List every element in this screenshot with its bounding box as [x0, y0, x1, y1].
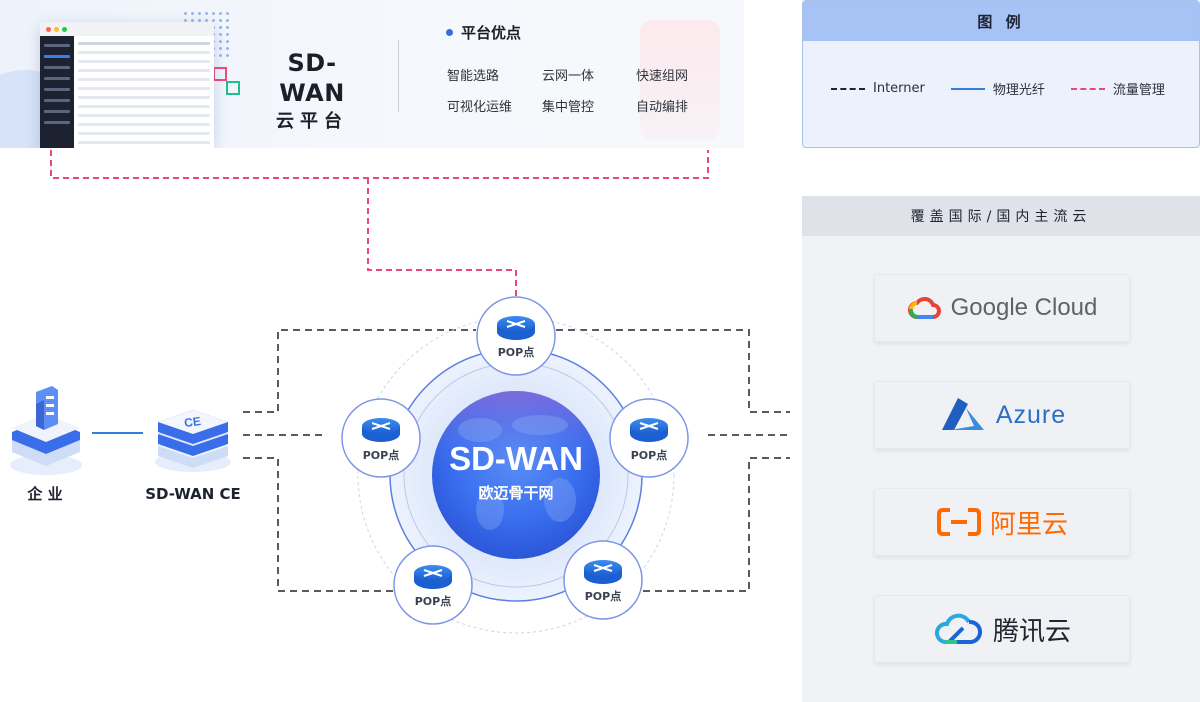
pop-node-left: POP点 [341, 398, 421, 478]
core-subtitle: 欧迈骨干网 [478, 484, 553, 502]
ce-label: SD-WAN CE [145, 485, 241, 503]
decorative-square-pink [213, 67, 227, 81]
platform-title-line2: 云平台 [276, 111, 348, 132]
advantages-title: 平台优点 [446, 22, 521, 43]
aliyun-icon [936, 508, 981, 536]
internet-lines-left [243, 329, 476, 592]
google-cloud-icon [907, 297, 941, 319]
minimize-dot-icon [54, 26, 59, 32]
pop-label: POP点 [585, 589, 621, 603]
pop-label: POP点 [631, 448, 667, 462]
banner-divider [398, 40, 399, 112]
cloud-card-azure: Azure [874, 381, 1130, 449]
router-icon [497, 316, 535, 340]
close-dot-icon [46, 26, 51, 32]
router-icon [584, 560, 622, 584]
platform-title: SD-WAN 云平台 [256, 48, 368, 136]
legend-label: 流量管理 [1112, 83, 1165, 98]
bullet-icon [446, 29, 453, 36]
feature-item: 可视化运维 [447, 100, 513, 115]
cloud-panel-title: 覆盖国际/国内主流云 [802, 196, 1200, 236]
cloud-providers-panel: 覆盖国际/国内主流云 Google Cloud Azure 阿里云 腾 [802, 196, 1200, 702]
feature-item: 集中管控 [542, 100, 595, 115]
azure-icon [941, 398, 984, 430]
platform-banner: SD-WAN 云平台 平台优点 智能选路 云网一体 快速组网 可视化运维 集中管… [0, 0, 744, 148]
globe-highlight [432, 391, 600, 559]
dashed-line-icon [831, 87, 865, 90]
legend-label: Interner [873, 81, 925, 96]
pop-node-right: POP点 [609, 398, 689, 478]
pop-label: POP点 [363, 448, 399, 462]
decorative-shape [640, 20, 720, 140]
cloud-name: Azure [995, 400, 1067, 429]
dashed-line-icon [1070, 87, 1105, 90]
legend-label: 物理光纤 [992, 83, 1045, 98]
router-icon [414, 565, 452, 589]
feature-item: 智能选路 [447, 69, 500, 84]
cloud-card-aliyun: 阿里云 [874, 488, 1130, 556]
thumbnail-sidebar [40, 36, 74, 148]
legend-panel: 图 例 Interner 物理光纤 流量管理 [802, 0, 1200, 148]
legend-item-fiber: 物理光纤 [950, 79, 1045, 98]
legend-item-traffic: 流量管理 [1070, 79, 1165, 98]
pop-node-bottom-right: POP点 [563, 540, 643, 620]
solid-line-icon [950, 87, 985, 90]
core-title: SD-WAN [449, 440, 583, 477]
platform-screenshot-thumbnail [40, 22, 214, 148]
pop-label: POP点 [498, 345, 534, 359]
network-diagram: SD-WAN 欧迈骨干网 POP点 POP点 POP点 [10, 150, 790, 634]
feature-item: 快速组网 [636, 69, 689, 84]
enterprise-icon [10, 386, 82, 475]
enterprise-label: 企 业 [26, 485, 62, 503]
advantages-title-text: 平台优点 [461, 24, 522, 42]
decorative-square-green [226, 81, 240, 95]
legend-title: 图 例 [803, 1, 1199, 41]
thumbnail-table [78, 42, 210, 148]
feature-item: 自动编排 [636, 100, 689, 115]
window-titlebar [40, 22, 214, 36]
pop-node-top: POP点 [476, 296, 556, 376]
ce-device-icon: CE [155, 410, 231, 472]
router-icon [362, 418, 400, 442]
maximize-dot-icon [62, 26, 67, 32]
cloud-name: 阿里云 [989, 508, 1068, 539]
cloud-name: 腾讯云 [992, 615, 1071, 646]
traffic-management-line [50, 150, 709, 298]
internet-lines-right [556, 329, 790, 592]
cloud-card-tencent: 腾讯云 [874, 595, 1130, 663]
tencent-cloud-icon [934, 613, 982, 644]
platform-title-line1: SD-WAN [279, 49, 345, 107]
pop-label: POP点 [415, 594, 451, 608]
globe-map-texture [458, 415, 576, 530]
router-icon [630, 418, 668, 442]
cloud-card-google: Google Cloud [874, 274, 1130, 342]
pop-node-bottom-left: POP点 [393, 545, 473, 625]
cloud-name: Google Cloud [950, 294, 1098, 321]
ce-badge: CE [183, 414, 201, 430]
feature-item: 云网一体 [542, 69, 595, 84]
legend-item-internet: Interner [831, 79, 925, 98]
